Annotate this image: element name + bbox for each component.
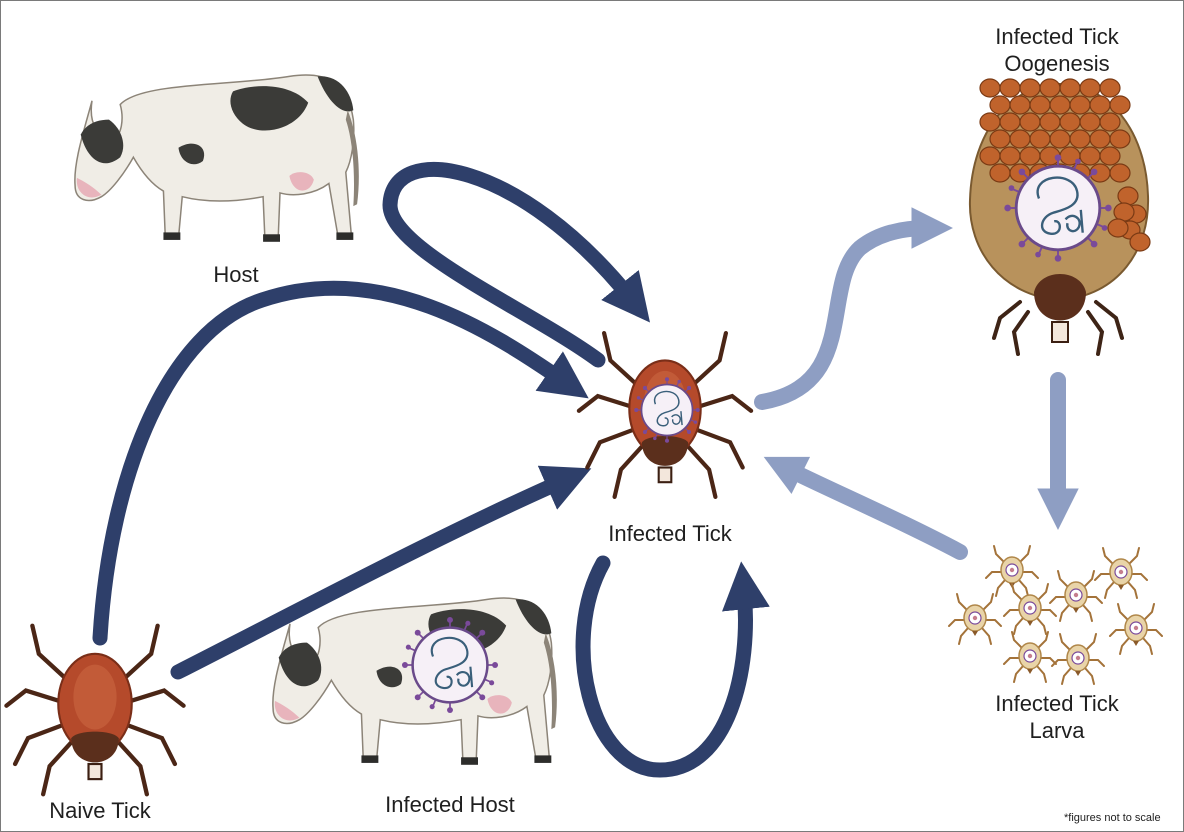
naive-tick-icon <box>6 626 183 794</box>
egg-icon <box>990 96 1010 114</box>
oogenesis-label-line2: Oogenesis <box>972 51 1142 76</box>
arrow-to-oogenesis <box>762 228 928 402</box>
egg-icon <box>1070 130 1090 148</box>
egg-icon <box>1110 164 1130 182</box>
egg-icon <box>1108 219 1128 237</box>
larva-label-line2: Larva <box>972 718 1142 743</box>
larva-group <box>949 546 1162 684</box>
host-cow-icon <box>75 75 359 242</box>
scale-footnote: *figures not to scale <box>1064 812 1161 824</box>
egg-icon <box>1110 96 1130 114</box>
infected-host-cow-icon <box>273 598 557 765</box>
egg-icon <box>1010 96 1030 114</box>
egg-icon <box>1080 147 1100 165</box>
infected-tick-pathogen-icon <box>634 377 700 443</box>
egg-icon <box>1060 79 1080 97</box>
egg-icon <box>1130 233 1150 251</box>
egg-icon <box>990 164 1010 182</box>
egg-icon <box>1114 203 1134 221</box>
egg-icon <box>1100 79 1120 97</box>
oogenesis-pathogen-icon <box>1004 154 1111 261</box>
egg-icon <box>1030 96 1050 114</box>
larva-icon <box>1004 584 1056 634</box>
egg-icon <box>1080 113 1100 131</box>
egg-icon <box>1100 147 1120 165</box>
arrow-infected-host-loop <box>583 563 745 770</box>
egg-icon <box>1118 187 1138 205</box>
larva-icon <box>1052 634 1104 684</box>
egg-icon <box>1000 147 1020 165</box>
larva-icon <box>1050 571 1102 621</box>
larva-icon <box>1110 604 1162 654</box>
egg-icon <box>980 79 1000 97</box>
egg-icon <box>1080 79 1100 97</box>
egg-icon <box>1090 130 1110 148</box>
egg-icon <box>980 147 1000 165</box>
infected-tick-label: Infected Tick <box>585 521 755 546</box>
egg-icon <box>1020 79 1040 97</box>
egg-icon <box>1040 79 1060 97</box>
egg-icon <box>1070 96 1090 114</box>
egg-icon <box>1000 79 1020 97</box>
arrow-larva-to-infected <box>786 468 960 552</box>
larva-icon <box>1095 548 1147 598</box>
egg-icon <box>1050 130 1070 148</box>
larva-icon <box>986 546 1038 596</box>
infected-host-label: Infected Host <box>360 792 540 817</box>
egg-icon <box>1000 113 1020 131</box>
arrow-host-loop <box>390 169 632 360</box>
oogenesis-label-line1: Infected Tick <box>972 24 1142 49</box>
egg-icon <box>1020 147 1040 165</box>
egg-icon <box>1040 113 1060 131</box>
larva-icon <box>1004 632 1056 682</box>
egg-icon <box>980 113 1000 131</box>
egg-icon <box>1020 113 1040 131</box>
egg-icon <box>1090 96 1110 114</box>
host-label: Host <box>196 262 276 287</box>
egg-icon <box>1110 130 1130 148</box>
egg-icon <box>990 130 1010 148</box>
egg-icon <box>1100 113 1120 131</box>
egg-icon <box>1050 96 1070 114</box>
infected-host-pathogen-icon <box>402 617 498 713</box>
egg-icon <box>1010 130 1030 148</box>
egg-icon <box>1060 113 1080 131</box>
naive-tick-label: Naive Tick <box>20 798 180 823</box>
larva-label-line1: Infected Tick <box>972 691 1142 716</box>
larva-icon <box>949 594 1001 644</box>
egg-icon <box>1030 130 1050 148</box>
